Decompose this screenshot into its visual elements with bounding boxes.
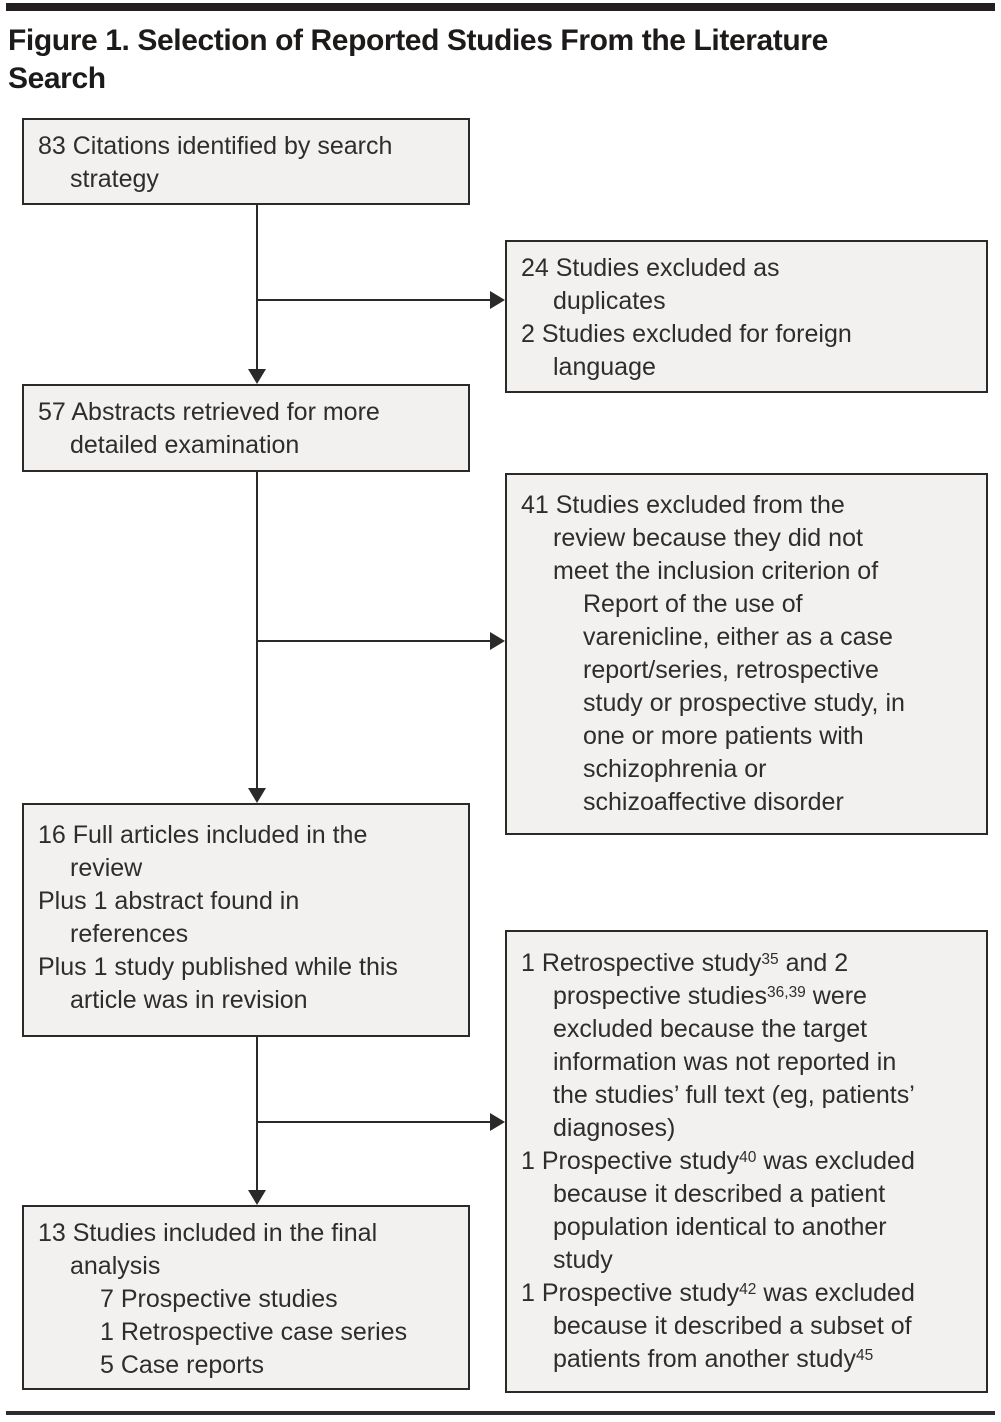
box-excluded-other-reasons: 1 Retrospective study35 and 2 prospective… [505, 930, 988, 1393]
arrowhead-right-excluded-other [490, 1113, 505, 1131]
arrowhead-right-excluded-criteria [490, 632, 505, 650]
box-text-line: schizoaffective disorder [583, 788, 844, 816]
figure-title-line1: Figure 1. Selection of Reported Studies … [8, 24, 828, 57]
arrow-line-to-excluded-other [257, 1121, 491, 1123]
box-text-line: 1 Prospective study42 was excluded [521, 1279, 915, 1307]
arrow-line-citations-to-abstracts [256, 205, 258, 371]
box-text-line: varenicline, either as a case [583, 623, 893, 651]
box-text-line: duplicates [553, 287, 666, 315]
box-text-line: because it described a patient [553, 1180, 886, 1208]
box-text-line: 41 Studies excluded from the [521, 491, 845, 519]
box-text-line: 7 Prospective studies [100, 1285, 338, 1313]
box-text-line: study or prospective study, in [583, 689, 905, 717]
box-text-line: patients from another study45 [553, 1345, 874, 1373]
box-text-line: excluded because the target [553, 1015, 868, 1043]
arrow-line-abstracts-to-full-articles [256, 472, 258, 789]
box-abstracts-retrieved: 57 Abstracts retrieved for more detailed … [22, 384, 470, 472]
figure-title-line2: Search [8, 62, 106, 95]
box-text-line: prospective studies36,39 were [553, 982, 867, 1010]
bottom-rule [6, 1411, 995, 1415]
arrow-line-full-articles-to-final [256, 1037, 258, 1191]
box-text-line: one or more patients with [583, 722, 864, 750]
arrowhead-down-full-articles [248, 788, 266, 803]
box-text-line: review because they did not [553, 524, 863, 552]
box-text-line: information was not reported in [553, 1048, 897, 1076]
box-text-line: detailed examination [70, 431, 300, 459]
box-text-line: language [553, 353, 656, 381]
arrow-line-to-excluded-duplicates [257, 299, 491, 301]
box-text-line: strategy [70, 165, 159, 193]
box-text-line: analysis [70, 1252, 161, 1280]
arrow-line-to-excluded-criteria [257, 640, 491, 642]
box-text-line: 16 Full articles included in the [38, 821, 368, 849]
box-text-line: report/series, retrospective [583, 656, 879, 684]
box-text-line: 57 Abstracts retrieved for more [38, 398, 380, 426]
box-text-line: 13 Studies included in the final [38, 1219, 378, 1247]
arrowhead-right-excluded-duplicates [490, 291, 505, 309]
box-text-line: study [553, 1246, 613, 1274]
box-final-analysis: 13 Studies included in the final analysis… [22, 1205, 470, 1390]
arrowhead-down-abstracts [248, 369, 266, 384]
top-rule [6, 3, 995, 11]
box-text-line: review [70, 854, 143, 882]
box-text-line: meet the inclusion criterion of [553, 557, 879, 585]
box-text-line: population identical to another [553, 1213, 887, 1241]
box-text-line: 1 Retrospective study35 and 2 [521, 949, 849, 977]
box-text-line: the studies’ full text (eg, patients’ [553, 1081, 915, 1109]
box-text-line: diagnoses) [553, 1114, 676, 1142]
box-text-line: 1 Retrospective case series [100, 1318, 408, 1346]
box-text-line: because it described a subset of [553, 1312, 912, 1340]
box-text-line: 2 Studies excluded for foreign [521, 320, 852, 348]
box-text-line: schizophrenia or [583, 755, 767, 783]
box-text-line: Report of the use of [583, 590, 803, 618]
box-excluded-duplicates: 24 Studies excluded as duplicates 2 Studie… [505, 240, 988, 393]
box-text-line: 5 Case reports [100, 1351, 264, 1379]
box-text-line: 1 Prospective study40 was excluded [521, 1147, 915, 1175]
box-citations-identified: 83 Citations identified by search strateg… [22, 118, 470, 205]
box-text-line: 83 Citations identified by search [38, 132, 393, 160]
box-excluded-criteria: 41 Studies excluded from the review becau… [505, 473, 988, 835]
arrowhead-down-final-analysis [248, 1190, 266, 1205]
box-text-line: 24 Studies excluded as [521, 254, 780, 282]
box-text-line: Plus 1 study published while this [38, 953, 398, 981]
box-text-line: article was in revision [70, 986, 308, 1014]
box-text-line: references [70, 920, 189, 948]
box-text-line: Plus 1 abstract found in [38, 887, 300, 915]
